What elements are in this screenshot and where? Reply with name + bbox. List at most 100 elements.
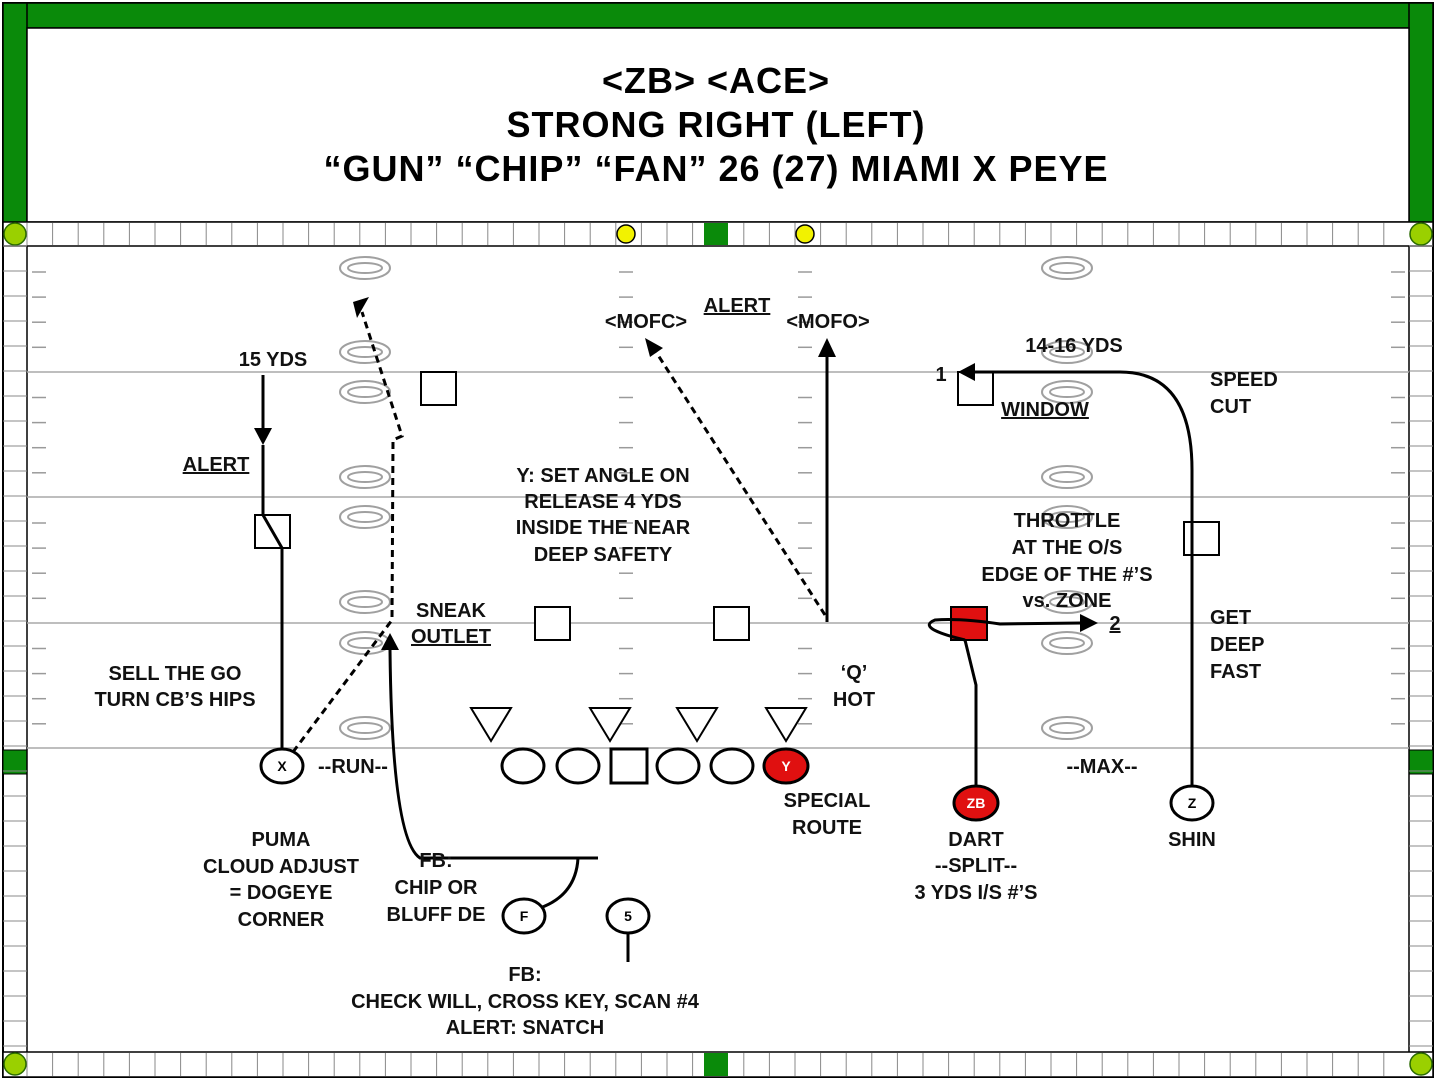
special-line-1: SPECIAL — [784, 790, 871, 812]
read-2-label: 2 — [1109, 613, 1120, 635]
y-note-line-2: RELEASE 4 YDS — [524, 491, 681, 513]
x-run-path — [291, 311, 404, 753]
defender-square — [534, 606, 571, 641]
number-oval — [1041, 590, 1093, 614]
number-oval — [339, 340, 391, 364]
player-f-label: F — [520, 908, 529, 924]
offensive-lineman — [555, 747, 601, 785]
fb-chip-start — [539, 857, 580, 910]
number-oval — [339, 380, 391, 404]
defender-triangle — [588, 707, 632, 743]
number-oval — [1041, 340, 1093, 364]
number-oval — [339, 465, 391, 489]
x-run-arrow — [353, 297, 369, 318]
get-deep-line-3: FAST — [1210, 661, 1261, 683]
zb-throttle-arrow — [1080, 614, 1098, 632]
number-oval — [1041, 380, 1093, 404]
throttle-line-2: AT THE O/S — [1012, 537, 1123, 559]
get-deep-line-2: DEEP — [1210, 634, 1264, 656]
title-line-2: STRONG RIGHT (LEFT) — [507, 104, 926, 145]
defender-square — [713, 606, 750, 641]
fb-chip-line-2: CHIP OR — [395, 877, 479, 899]
number-oval — [339, 505, 391, 529]
throttle-line-4: vs. ZONE — [1023, 590, 1112, 612]
run-label: --RUN-- — [318, 756, 388, 778]
throttle-line-1: THROTTLE — [1014, 510, 1121, 532]
top-alert-label: ALERT — [704, 295, 771, 317]
bottom-yard-ticks — [26, 1053, 1385, 1076]
player-y-label: Y — [781, 758, 791, 774]
title-line-1: <ZB> <ACE> — [602, 60, 830, 101]
number-oval-inner — [347, 722, 383, 734]
defender-triangle — [675, 707, 719, 743]
defender-triangle — [764, 707, 808, 743]
right-ball-marker — [795, 224, 815, 244]
dart-line-3: 3 YDS I/S #’S — [914, 882, 1037, 904]
defender-square — [420, 371, 457, 406]
mofc-label: <MOFC> — [605, 311, 687, 333]
top-right-corner-dot — [1409, 222, 1433, 246]
sneak-label: SNEAK — [416, 600, 487, 622]
zb-dart-route — [963, 639, 978, 788]
number-oval-inner — [347, 386, 383, 398]
q-hot-line-2: HOT — [833, 689, 875, 711]
player-5-label: 5 — [624, 908, 632, 924]
x-alert-label: ALERT — [183, 454, 250, 476]
player-y: Y — [762, 747, 810, 785]
speed-cut-line-2: CUT — [1210, 396, 1251, 418]
puma-line-4: CORNER — [238, 909, 325, 931]
player-z: Z — [1169, 784, 1215, 822]
number-oval-inner — [1049, 637, 1085, 649]
top-center-marker — [704, 223, 728, 245]
y-note-line-3: INSIDE THE NEAR — [516, 517, 691, 539]
fb-check-line-3: ALERT: SNATCH — [446, 1017, 605, 1039]
number-oval-inner — [1049, 511, 1085, 523]
offensive-lineman — [500, 747, 546, 785]
number-oval-inner — [1049, 262, 1085, 274]
number-oval — [1041, 716, 1093, 740]
number-oval-inner — [347, 262, 383, 274]
player-5: 5 — [605, 897, 651, 935]
offensive-lineman — [709, 747, 755, 785]
bottom-right-corner-dot — [1409, 1052, 1433, 1076]
number-oval — [1041, 505, 1093, 529]
right-los-marker — [1408, 749, 1434, 775]
shin-label: SHIN — [1168, 829, 1216, 851]
left-ball-marker — [616, 224, 636, 244]
fb-chip-line-3: BLUFF DE — [387, 904, 486, 926]
number-oval — [339, 256, 391, 280]
number-oval-inner — [1049, 596, 1085, 608]
y-note-line-1: Y: SET ANGLE ON — [516, 465, 689, 487]
number-oval-inner — [1049, 471, 1085, 483]
z-speed-cut-route — [975, 370, 1194, 788]
number-oval-inner — [1049, 386, 1085, 398]
y-angle-route — [654, 351, 827, 616]
x-sell-line-2: TURN CB’S HIPS — [94, 689, 255, 711]
dart-line-1: DART — [948, 829, 1004, 851]
number-oval — [339, 590, 391, 614]
number-oval — [1041, 256, 1093, 280]
window-label: WINDOW — [1001, 399, 1089, 421]
player-z-label: Z — [1188, 795, 1197, 811]
defender-square — [957, 371, 994, 406]
number-oval-inner — [347, 596, 383, 608]
left-los-marker — [2, 749, 28, 775]
player-x: X — [259, 747, 305, 785]
puma-line-2: CLOUD ADJUST — [203, 856, 359, 878]
bottom-left-corner-dot — [3, 1052, 27, 1076]
zb-throttle-route — [927, 618, 1083, 642]
center — [609, 747, 649, 785]
defender-square-highlight — [950, 606, 988, 641]
y-angle-arrow — [645, 338, 663, 357]
q-hot-line-1: ‘Q’ — [841, 662, 868, 684]
player-x-label: X — [277, 758, 287, 774]
fb-check-line-2: CHECK WILL, CROSS KEY, SCAN #4 — [351, 991, 700, 1013]
number-oval — [1041, 631, 1093, 655]
dart-line-2: --SPLIT-- — [935, 855, 1017, 877]
x-sell-line-1: SELL THE GO — [109, 663, 242, 685]
x-route-arrow — [254, 428, 272, 445]
number-oval — [339, 716, 391, 740]
number-oval-inner — [347, 346, 383, 358]
left-green-bar — [2, 2, 28, 224]
top-left-corner-dot — [3, 222, 27, 246]
